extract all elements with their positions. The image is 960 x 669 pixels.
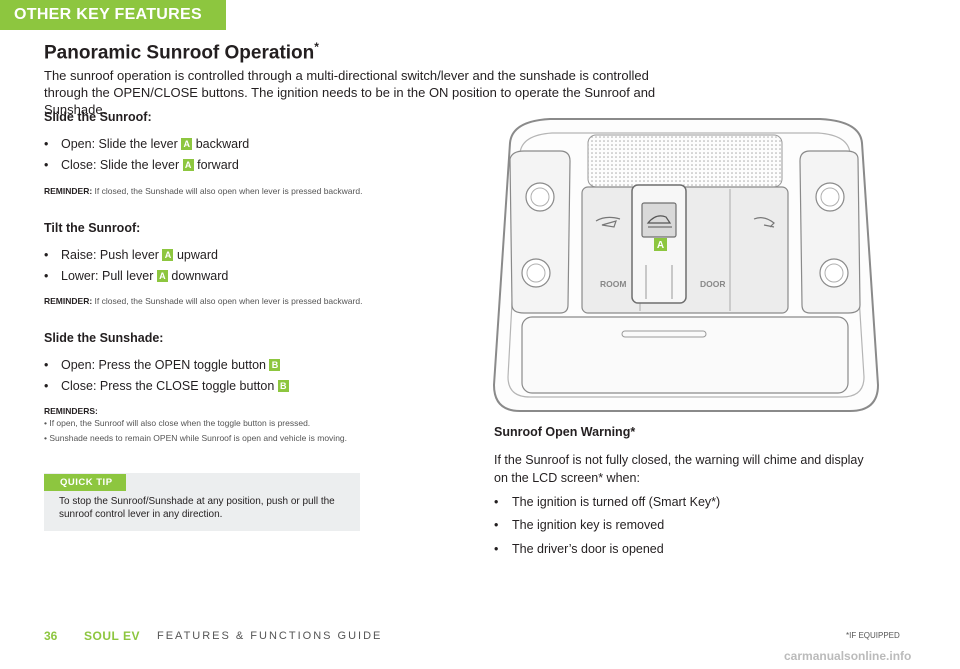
section-tab: OTHER KEY FEATURES [0,0,226,30]
callout-badge: B [277,380,289,392]
callout-badge: B [269,359,281,371]
list-item: •Lower: Pull lever A downward [44,269,229,283]
list-item: •The ignition key is removed [494,518,665,532]
page-title: Panoramic Sunroof Operation* [44,40,319,64]
list-item: •The ignition is turned off (Smart Key*) [494,495,721,509]
slide-sunshade-heading: Slide the Sunshade: [44,331,164,345]
list-item: •Close: Press the CLOSE toggle button B [44,379,289,393]
reminder-note: REMINDER: If closed, the Sunshade will a… [44,296,363,306]
intro-paragraph: The sunroof operation is controlled thro… [44,68,656,117]
list-item: • Sunshade needs to remain OPEN while Su… [44,433,348,443]
tilt-sunroof-heading: Tilt the Sunroof: [44,221,141,235]
list-item: •Raise: Push lever A upward [44,248,218,262]
reminders-list: REMINDERS: • If open, the Sunroof will a… [44,406,348,443]
quick-tip-label: QUICK TIP [44,474,126,491]
callout-badge: A [182,159,194,171]
list-item: •Open: Slide the lever A backward [44,137,250,151]
quick-tip-text: To stop the Sunroof/Sunshade at any posi… [59,496,335,520]
list-item: •Open: Press the OPEN toggle button B [44,358,281,372]
reminder-note: REMINDER: If closed, the Sunshade will a… [44,186,363,196]
callout-badge: A [162,249,174,261]
door-label: DOOR [700,279,726,289]
list-item: •The driver’s door is opened [494,542,664,556]
room-label: ROOM [600,279,626,289]
watermark: carmanualsonline.info [784,649,912,663]
guide-subtitle: FEATURES & FUNCTIONS GUIDE [157,630,383,642]
footnote: *IF EQUIPPED [846,631,900,640]
page-number: 36 [44,629,58,643]
list-item: • If open, the Sunroof will also close w… [44,418,311,428]
warning-text: If the Sunroof is not fully closed, the … [494,453,864,485]
callout-a-label: A [657,240,664,251]
slide-sunroof-heading: Slide the Sunroof: [44,110,152,124]
list-item: •Close: Slide the lever A forward [44,158,239,172]
overhead-console-illustration: A ROOM DOOR [492,118,880,412]
callout-badge: A [181,138,193,150]
guide-title: SOUL EV [84,629,140,643]
callout-badge: A [156,270,168,282]
warning-heading: Sunroof Open Warning* [494,425,636,439]
